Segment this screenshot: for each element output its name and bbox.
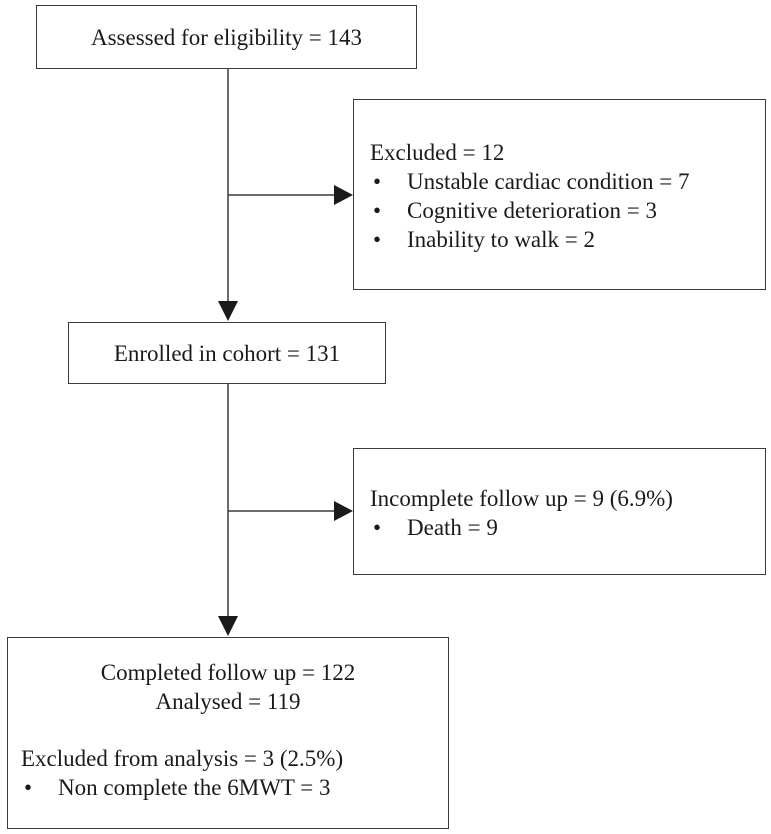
- completed-box: Completed follow up = 122 Analysed = 119…: [7, 637, 449, 829]
- bullet: •: [373, 169, 382, 194]
- excluded-analysis-title: Excluded from analysis = 3 (2.5%): [21, 746, 344, 771]
- arrowhead-enrolled: [218, 301, 238, 321]
- arrowhead-incomplete: [334, 501, 353, 521]
- assessed-text: Assessed for eligibility = 143: [90, 25, 363, 50]
- bullet: •: [373, 227, 382, 252]
- excluded-analysis-reason: Non complete the 6MWT = 3: [58, 775, 331, 800]
- enrolled-text: Enrolled in cohort = 131: [113, 341, 341, 366]
- excluded-reason: Cognitive deterioration = 3: [407, 198, 657, 223]
- excluded-box: Excluded = 12 • Unstable cardiac conditio…: [353, 99, 766, 290]
- list-item: • Inability to walk = 2: [370, 225, 765, 254]
- excluded-title: Excluded = 12: [370, 140, 505, 165]
- incomplete-reason: Death = 9: [407, 515, 498, 540]
- bullet: •: [24, 775, 33, 800]
- list-item: • Cognitive deterioration = 3: [370, 196, 765, 225]
- list-item: • Death = 9: [370, 513, 765, 542]
- list-item: • Unstable cardiac condition = 7: [370, 167, 765, 196]
- bullet: •: [373, 515, 382, 540]
- enrolled-box: Enrolled in cohort = 131: [68, 322, 386, 384]
- excluded-reason: Unstable cardiac condition = 7: [407, 169, 690, 194]
- incomplete-reasons-list: • Death = 9: [370, 513, 765, 542]
- excluded-analysis-list: • Non complete the 6MWT = 3: [21, 773, 448, 802]
- arrowhead-excluded: [334, 185, 353, 205]
- completed-text: Completed follow up = 122: [100, 660, 356, 685]
- analysed-text: Analysed = 119: [155, 689, 301, 714]
- excluded-reason: Inability to walk = 2: [407, 227, 595, 252]
- assessed-box: Assessed for eligibility = 143: [36, 5, 417, 69]
- excluded-reasons-list: • Unstable cardiac condition = 7 • Cogniti…: [370, 167, 765, 254]
- arrowhead-completed: [218, 616, 238, 636]
- bullet: •: [373, 198, 382, 223]
- list-item: • Non complete the 6MWT = 3: [21, 773, 448, 802]
- incomplete-title: Incomplete follow up = 9 (6.9%): [370, 486, 673, 511]
- incomplete-followup-box: Incomplete follow up = 9 (6.9%) • Death =…: [353, 448, 766, 575]
